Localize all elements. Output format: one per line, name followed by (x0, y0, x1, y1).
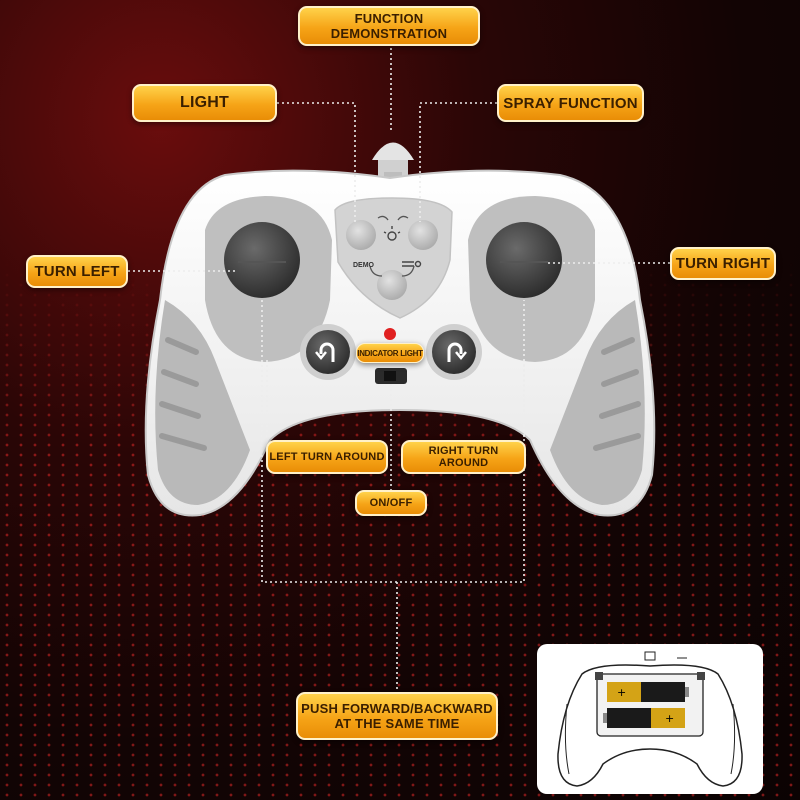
u-turn-right-icon (447, 342, 463, 362)
guide-lines (128, 48, 670, 690)
left-grip (155, 300, 250, 505)
battery-bottom: + (603, 708, 685, 728)
battery-compartment-inset: + + (537, 644, 763, 794)
demo-button[interactable] (377, 270, 407, 300)
right-joystick[interactable] (486, 222, 562, 298)
push-forward-backward-label: PUSH FORWARD/BACKWARD AT THE SAME TIME (296, 692, 498, 740)
demo-text: DEMO (353, 262, 375, 269)
cycle-arrow-icon (369, 215, 415, 277)
indicator-light (384, 328, 396, 340)
right-grip (550, 300, 645, 505)
turn-right-label: TURN RIGHT (670, 247, 776, 280)
push-forward-line2: AT THE SAME TIME (334, 716, 460, 731)
svg-text:+: + (617, 686, 626, 699)
left-turn-around-label: LEFT TURN AROUND (266, 440, 388, 474)
spray-icon (402, 260, 422, 268)
on-off-label: ON/OFF (355, 490, 427, 516)
grip-ridges (159, 337, 641, 451)
left-joystick[interactable] (224, 222, 300, 298)
light-button[interactable] (346, 220, 376, 250)
u-turn-left-icon (319, 342, 335, 362)
antenna (372, 142, 414, 188)
right-turn-around-button[interactable] (432, 330, 476, 374)
bulb-icon (383, 226, 401, 241)
svg-text:+: + (665, 712, 674, 725)
battery-diagram: + + (557, 651, 743, 787)
indicator-light-label: INDICATOR LIGHT (356, 343, 424, 363)
function-demonstration-label: FUNCTION DEMONSTRATION (298, 6, 480, 46)
left-turn-around-button[interactable] (306, 330, 350, 374)
spray-function-label: SPRAY FUNCTION (497, 84, 644, 122)
push-forward-line1: PUSH FORWARD/BACKWARD (301, 701, 493, 716)
spray-button[interactable] (408, 220, 438, 250)
battery-top: + (607, 682, 689, 702)
right-turn-around-label: RIGHT TURN AROUND (401, 440, 526, 474)
light-label: LIGHT (132, 84, 277, 122)
turn-left-label: TURN LEFT (26, 255, 128, 288)
